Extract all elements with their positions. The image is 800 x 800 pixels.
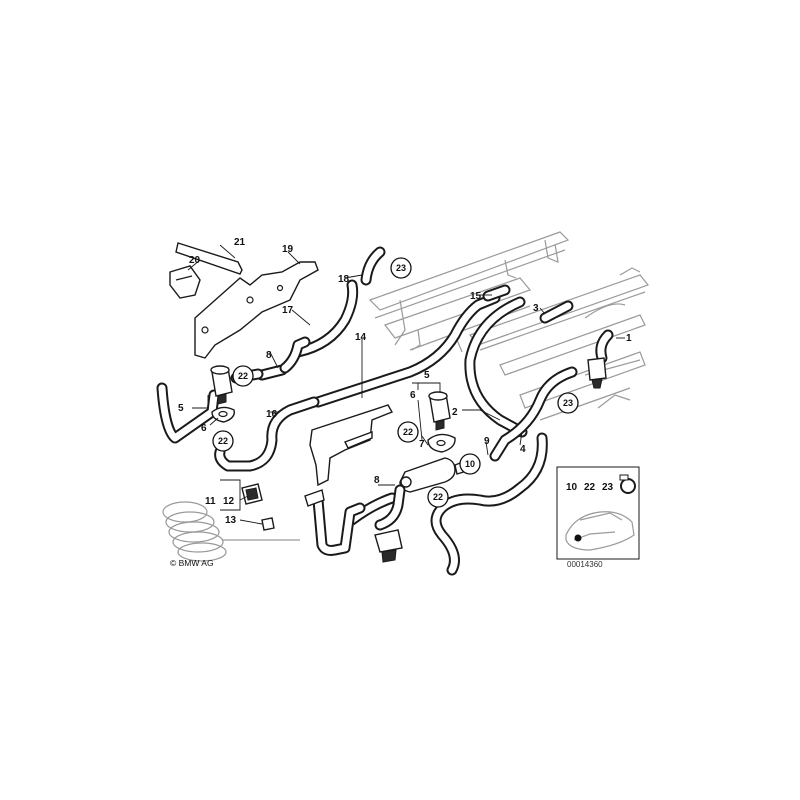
grommet-6-center xyxy=(427,433,456,453)
part-label-7: 7 xyxy=(419,439,425,450)
part-label-6-left: 6 xyxy=(201,423,207,434)
svg-text:22: 22 xyxy=(218,436,228,446)
car-locator-icon xyxy=(565,511,635,551)
cable-tie-21 xyxy=(175,242,243,275)
injector-nozzle xyxy=(587,357,607,389)
part-label-3: 3 xyxy=(533,303,539,314)
legend-number-10: 10 xyxy=(566,482,578,493)
part-label-2: 2 xyxy=(452,407,458,418)
hose-8-left xyxy=(256,336,311,381)
part-label-8-left: 8 xyxy=(266,350,272,361)
svg-text:23: 23 xyxy=(396,263,406,273)
svg-text:10: 10 xyxy=(465,459,475,469)
hose-9 xyxy=(430,432,548,576)
leader-lines xyxy=(187,244,625,525)
holder-20 xyxy=(169,265,201,299)
hose-17 xyxy=(292,279,359,358)
washer-pump-left xyxy=(210,365,233,405)
part-label-17: 17 xyxy=(282,305,294,316)
hose-3 xyxy=(539,300,574,324)
circled-label-22-left: 22 xyxy=(232,365,254,387)
svg-text:22: 22 xyxy=(403,427,413,437)
part-label-19: 19 xyxy=(282,244,294,255)
hose-4 xyxy=(489,366,578,462)
part-label-1: 1 xyxy=(626,333,632,344)
part-label-6-center: 6 xyxy=(410,390,416,401)
part-label-15: 15 xyxy=(470,291,482,302)
part-label-13: 13 xyxy=(225,515,237,526)
hose-1 xyxy=(595,329,614,364)
circled-label-10: 10 xyxy=(459,453,481,475)
part-label-20: 20 xyxy=(189,255,201,266)
legend-number-22: 22 xyxy=(584,482,596,493)
part-label-12: 12 xyxy=(223,496,235,507)
circled-label-23-right: 23 xyxy=(557,392,579,414)
bracket-mid xyxy=(309,404,394,487)
part-label-16: 16 xyxy=(266,409,278,420)
part-label-5-left: 5 xyxy=(178,403,184,414)
part-label-8-center: 8 xyxy=(374,475,380,486)
hose-16 xyxy=(214,396,320,472)
circled-label-22-bottom: 22 xyxy=(427,486,449,508)
svg-text:22: 22 xyxy=(433,492,443,502)
circled-label-22-lower-left: 22 xyxy=(212,430,234,452)
circled-label-22-center: 22 xyxy=(397,421,419,443)
diagram-number: 00014360 xyxy=(567,560,603,569)
bellows xyxy=(162,501,300,562)
hose-lower xyxy=(312,484,406,556)
part-label-9: 9 xyxy=(484,436,490,447)
part-label-11: 11 xyxy=(205,496,216,507)
hose-8-center xyxy=(346,492,398,526)
part-label-4: 4 xyxy=(520,444,526,455)
hose-14 xyxy=(312,292,501,408)
background-engine-outline xyxy=(368,231,649,421)
legend-inset: 10 22 23 xyxy=(556,466,640,560)
hose-18 xyxy=(360,246,386,286)
svg-text:22: 22 xyxy=(238,371,248,381)
part-label-21: 21 xyxy=(234,237,246,248)
copyright-text: © BMW AG xyxy=(170,558,214,568)
washer-pump-center xyxy=(428,391,451,431)
hose-2 xyxy=(464,296,528,438)
part-label-14: 14 xyxy=(355,332,367,343)
connector-12 xyxy=(241,483,263,505)
hose-clamp-icon xyxy=(619,474,636,494)
svg-text:23: 23 xyxy=(563,398,573,408)
connector-top-left xyxy=(304,489,325,507)
part-label-5-center: 5 xyxy=(424,370,430,381)
legend-number-23: 23 xyxy=(602,482,614,493)
cap-13 xyxy=(261,517,275,531)
circled-label-23-top: 23 xyxy=(390,257,412,279)
bracket-19 xyxy=(194,261,319,359)
valve-bottom xyxy=(374,529,403,563)
part-label-18: 18 xyxy=(338,274,350,285)
